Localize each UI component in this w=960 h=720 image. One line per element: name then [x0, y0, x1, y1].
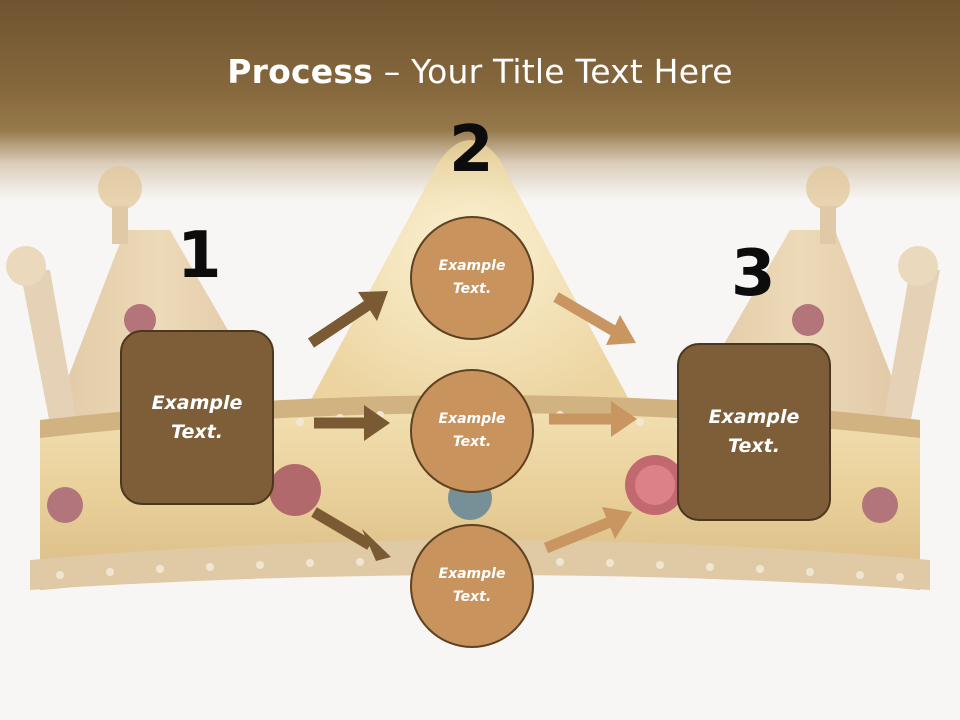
arrow-bottom-to-right: [543, 507, 632, 554]
step-number-3: 3: [731, 237, 776, 311]
right-box-text: Example Text.: [708, 406, 800, 457]
step-number-1: 1: [177, 219, 222, 293]
circle-bottom: Example Text.: [410, 524, 534, 648]
circle-middle: Example Text.: [410, 369, 534, 493]
circle-bottom-text: Example Text.: [438, 566, 506, 605]
step-number-2: 2: [449, 113, 494, 187]
circle-top: Example Text.: [410, 216, 534, 340]
circle-middle-text: Example Text.: [438, 411, 506, 450]
title-rest: – Your Title Text Here: [373, 52, 733, 91]
arrow-left-to-bottom: [311, 507, 391, 561]
left-box-text: Example Text.: [151, 391, 243, 443]
slide-title: Process – Your Title Text Here: [0, 52, 960, 91]
arrow-top-to-right: [553, 292, 636, 345]
arrow-left-to-top: [307, 291, 388, 348]
left-box: Example Text.: [120, 330, 274, 505]
arrow-middle-to-right: [549, 401, 637, 437]
circle-top-text: Example Text.: [438, 258, 506, 297]
right-box: Example Text.: [677, 343, 831, 521]
title-bold: Process: [227, 52, 374, 91]
arrow-left-to-middle: [314, 405, 390, 441]
